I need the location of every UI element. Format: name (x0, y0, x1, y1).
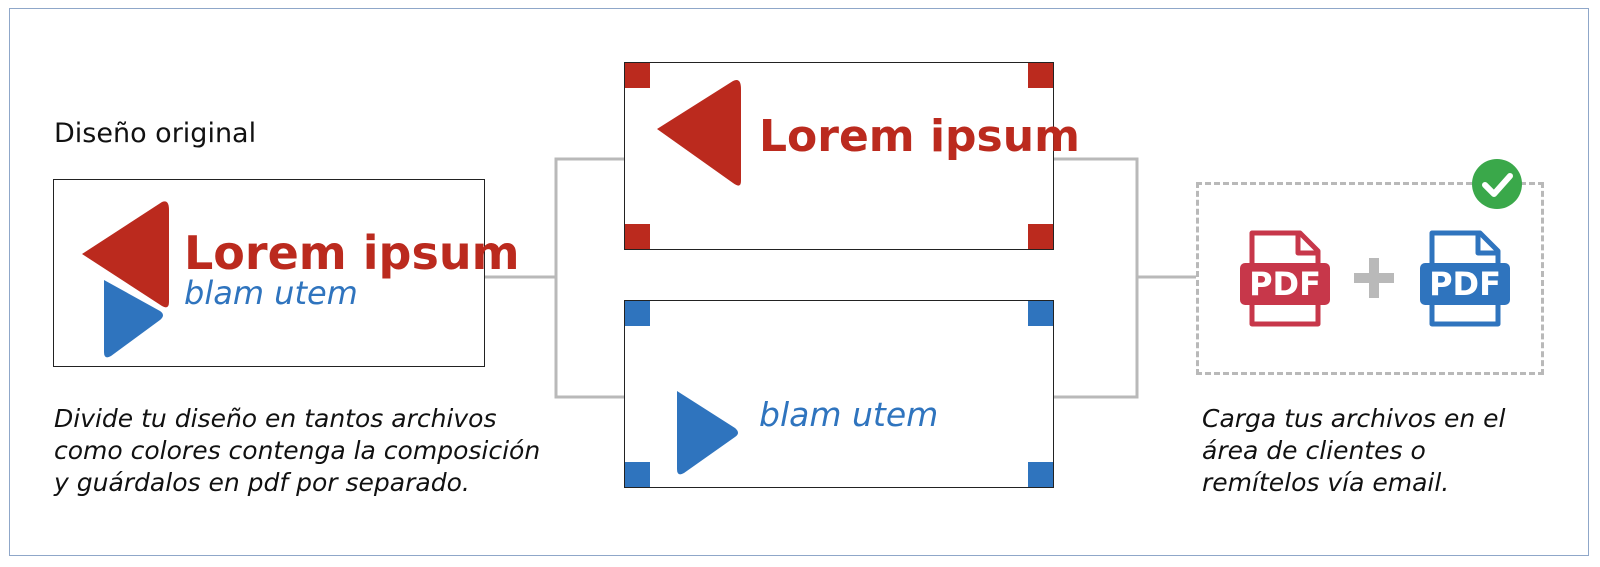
registration-mark (1028, 301, 1053, 326)
connector-left-bracket (554, 157, 624, 399)
red-separation-text: Lorem ipsum (759, 111, 1080, 162)
registration-mark (625, 63, 650, 88)
blue-separation-box: blam utem (624, 300, 1054, 488)
connector-right-bracket (1054, 157, 1139, 399)
original-design-box: Lorem ipsum blam utem (53, 179, 520, 367)
original-design-title: Diseño original (54, 118, 257, 149)
registration-mark (625, 462, 650, 487)
pdf-file-icon (1240, 230, 1330, 327)
check-icon (1472, 159, 1522, 209)
logo-main-text: Lorem ipsum (184, 226, 520, 280)
upload-description: Carga tus archivos en el área de cliente… (1202, 403, 1506, 499)
pdf-label-blue: PDF (1429, 265, 1501, 303)
registration-mark (1028, 462, 1053, 487)
red-triangle-icon (657, 80, 741, 186)
registration-mark (625, 224, 650, 249)
left-description: Divide tu diseño en tantos archivos como… (54, 403, 540, 499)
registration-mark (625, 301, 650, 326)
red-separation-box: Lorem ipsum (624, 62, 1080, 250)
upload-description-line: Carga tus archivos en el (1202, 404, 1506, 433)
logo-blue-triangle (104, 280, 163, 358)
pdf-label-red: PDF (1249, 265, 1321, 303)
upload-description-line: remítelos vía email. (1202, 468, 1450, 497)
plus-icon (1354, 258, 1394, 298)
logo-red-triangle (82, 201, 169, 308)
blue-triangle-icon (677, 391, 738, 475)
left-description-line: Divide tu diseño en tantos archivos (54, 404, 497, 433)
upload-area[interactable] (1196, 182, 1544, 375)
logo-sub-text: blam utem (184, 274, 358, 312)
registration-mark (1028, 63, 1053, 88)
left-description-line: y guárdalos en pdf por separado. (54, 468, 470, 497)
pdf-file-icon (1420, 230, 1510, 327)
logo-icon (82, 201, 169, 358)
left-description-line: como colores contenga la composición (54, 436, 541, 465)
blue-separation-text: blam utem (759, 395, 939, 434)
registration-mark (1028, 224, 1053, 249)
upload-description-line: área de clientes o (1202, 436, 1426, 465)
outer-frame (9, 8, 1589, 556)
